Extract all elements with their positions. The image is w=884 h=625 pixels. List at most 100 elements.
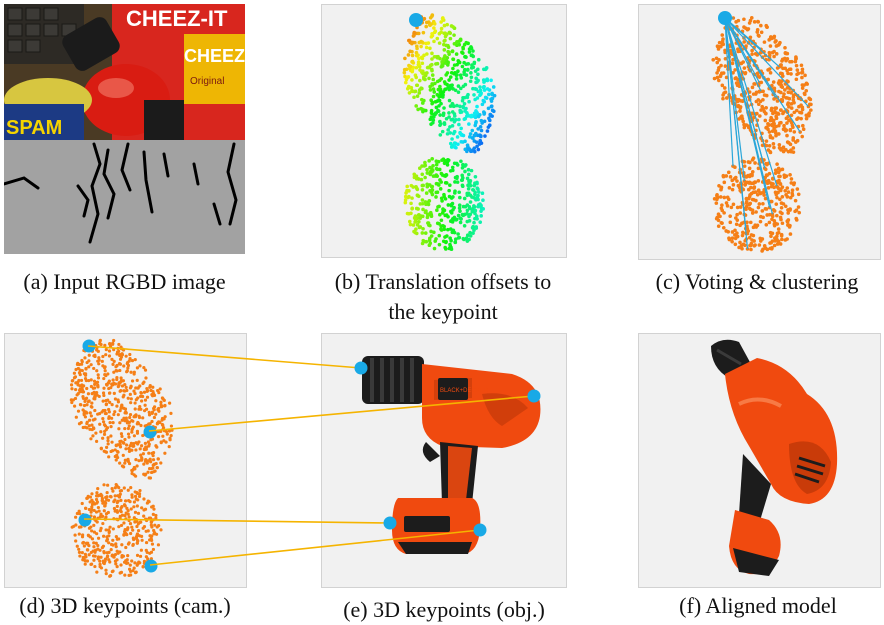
vote-point [785, 121, 789, 125]
vote-point [733, 68, 737, 72]
offset-point [466, 167, 471, 172]
cam-point [165, 432, 169, 436]
offset-point [437, 222, 441, 226]
vote-point [724, 96, 729, 100]
cam-point [155, 445, 159, 449]
cam-point [109, 495, 113, 499]
cam-point [105, 495, 109, 499]
offset-point [461, 104, 465, 109]
vote-point [716, 218, 721, 223]
cam-point [154, 516, 158, 520]
offset-point [412, 33, 416, 38]
cam-point [135, 504, 139, 508]
cam-point [135, 532, 140, 536]
vote-point [745, 220, 749, 225]
offset-point [447, 98, 452, 103]
cam-point [101, 408, 105, 413]
offset-point [458, 110, 463, 115]
offset-point [491, 85, 496, 89]
panel-f-aligned [638, 333, 881, 588]
vote-point [790, 123, 795, 128]
caption-d: (d) 3D keypoints (cam.) [19, 593, 231, 618]
cam-point [123, 458, 127, 462]
cam-point [105, 383, 109, 387]
vote-point [730, 61, 735, 66]
cam-point [120, 434, 124, 439]
vote-point [743, 71, 747, 76]
offset-point [428, 117, 433, 122]
vote-point [806, 112, 811, 117]
offset-point [445, 71, 450, 75]
offset-point [421, 71, 425, 76]
vote-point [772, 49, 776, 54]
vote-point [790, 193, 795, 198]
vote-point [738, 223, 742, 228]
cam-point [144, 376, 148, 380]
cam-point [135, 538, 140, 543]
vote-point [748, 35, 753, 40]
offset-point [457, 190, 462, 195]
offset-point [482, 111, 487, 115]
vote-point [753, 243, 757, 247]
cam-point [135, 491, 140, 496]
vote-point [769, 118, 774, 122]
offset-point [443, 38, 447, 43]
cam-point [95, 491, 99, 495]
offset-point [468, 132, 473, 136]
offset-point [427, 238, 432, 243]
cam-point [144, 529, 148, 533]
vote-point [730, 236, 735, 240]
cam-point [102, 534, 106, 538]
vote-point [791, 98, 796, 102]
cam-point [126, 457, 130, 461]
vote-point [735, 212, 739, 217]
cam-point [151, 389, 155, 394]
offset-point [467, 179, 471, 183]
cam-point [132, 370, 136, 374]
cam-point [144, 540, 149, 545]
cam-point [111, 527, 115, 531]
cam-point [124, 354, 128, 358]
cam-point [93, 392, 97, 396]
vote-point [802, 83, 806, 87]
cam-point [131, 444, 135, 448]
offset-point [458, 220, 463, 225]
cam-point [109, 548, 113, 552]
cam-point [146, 470, 150, 474]
vote-line [724, 17, 809, 107]
vote-point [776, 227, 781, 231]
offset-point [419, 86, 423, 90]
cam-point [82, 544, 86, 548]
cam-point [105, 498, 109, 502]
cam-point [119, 376, 123, 380]
offset-point [449, 118, 454, 122]
vote-point [800, 75, 804, 80]
vote-point [750, 208, 755, 212]
cam-point [149, 520, 154, 524]
cam-point [163, 415, 167, 419]
vote-point [743, 183, 747, 187]
cam-point [142, 390, 147, 394]
depth-holes [4, 142, 238, 244]
cam-point [129, 573, 133, 577]
vote-point [789, 72, 793, 76]
offset-point [460, 64, 465, 69]
cam-point [157, 524, 161, 528]
cam-point [102, 550, 106, 554]
vote-point [782, 173, 787, 177]
offset-point [410, 89, 415, 94]
vote-point [786, 218, 791, 222]
cam-point [94, 541, 98, 545]
cam-point [148, 516, 153, 521]
vote-line [724, 17, 745, 182]
vote-point [777, 146, 782, 150]
vote-point [798, 110, 802, 115]
cam-point [118, 357, 123, 361]
keyboard-keys [7, 7, 77, 53]
cam-point [111, 420, 115, 425]
offset-point [406, 53, 411, 57]
cam-point [130, 379, 135, 383]
cam-point [89, 437, 93, 441]
cam-point [159, 528, 163, 532]
cam-point [92, 541, 96, 545]
